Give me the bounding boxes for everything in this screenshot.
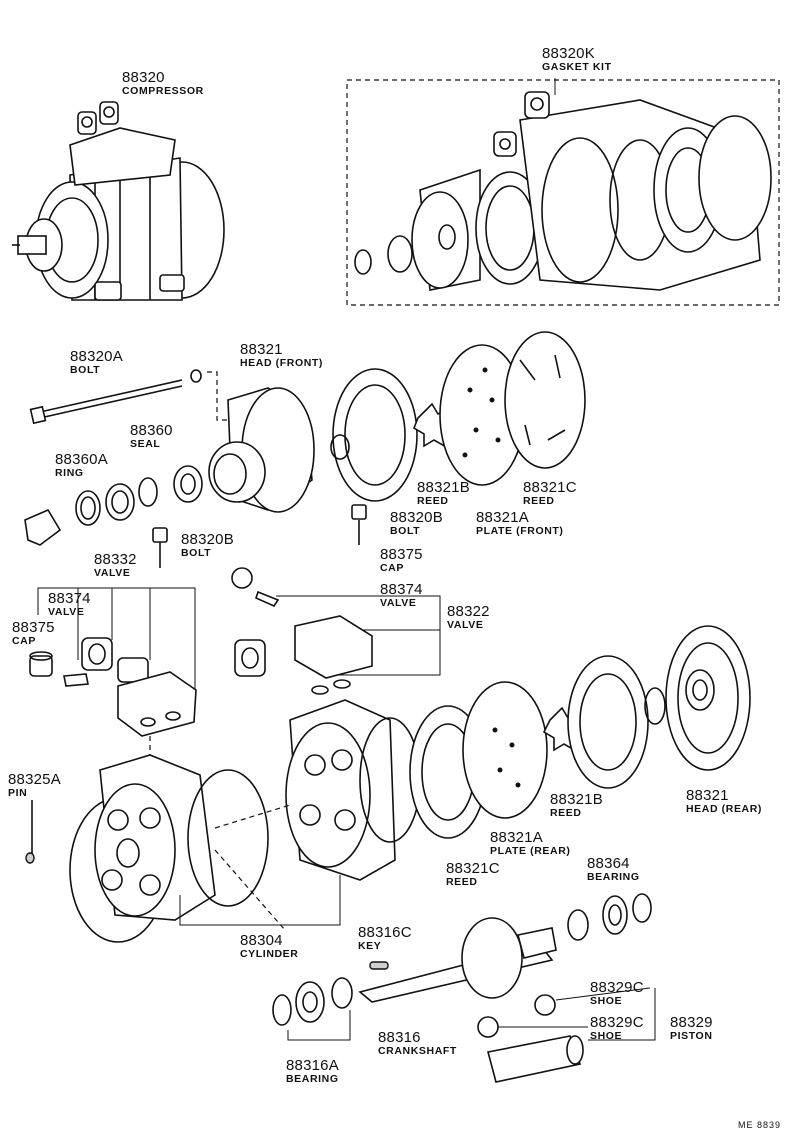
gasket-kit-box <box>346 78 780 306</box>
cylinder-section <box>25 625 751 943</box>
valve-groups <box>29 527 441 760</box>
front-section-parts <box>24 331 586 546</box>
shaft-and-piston <box>179 875 656 1083</box>
reference-code: ME 8839 <box>738 1120 782 1130</box>
compressor-assembly <box>12 101 225 301</box>
